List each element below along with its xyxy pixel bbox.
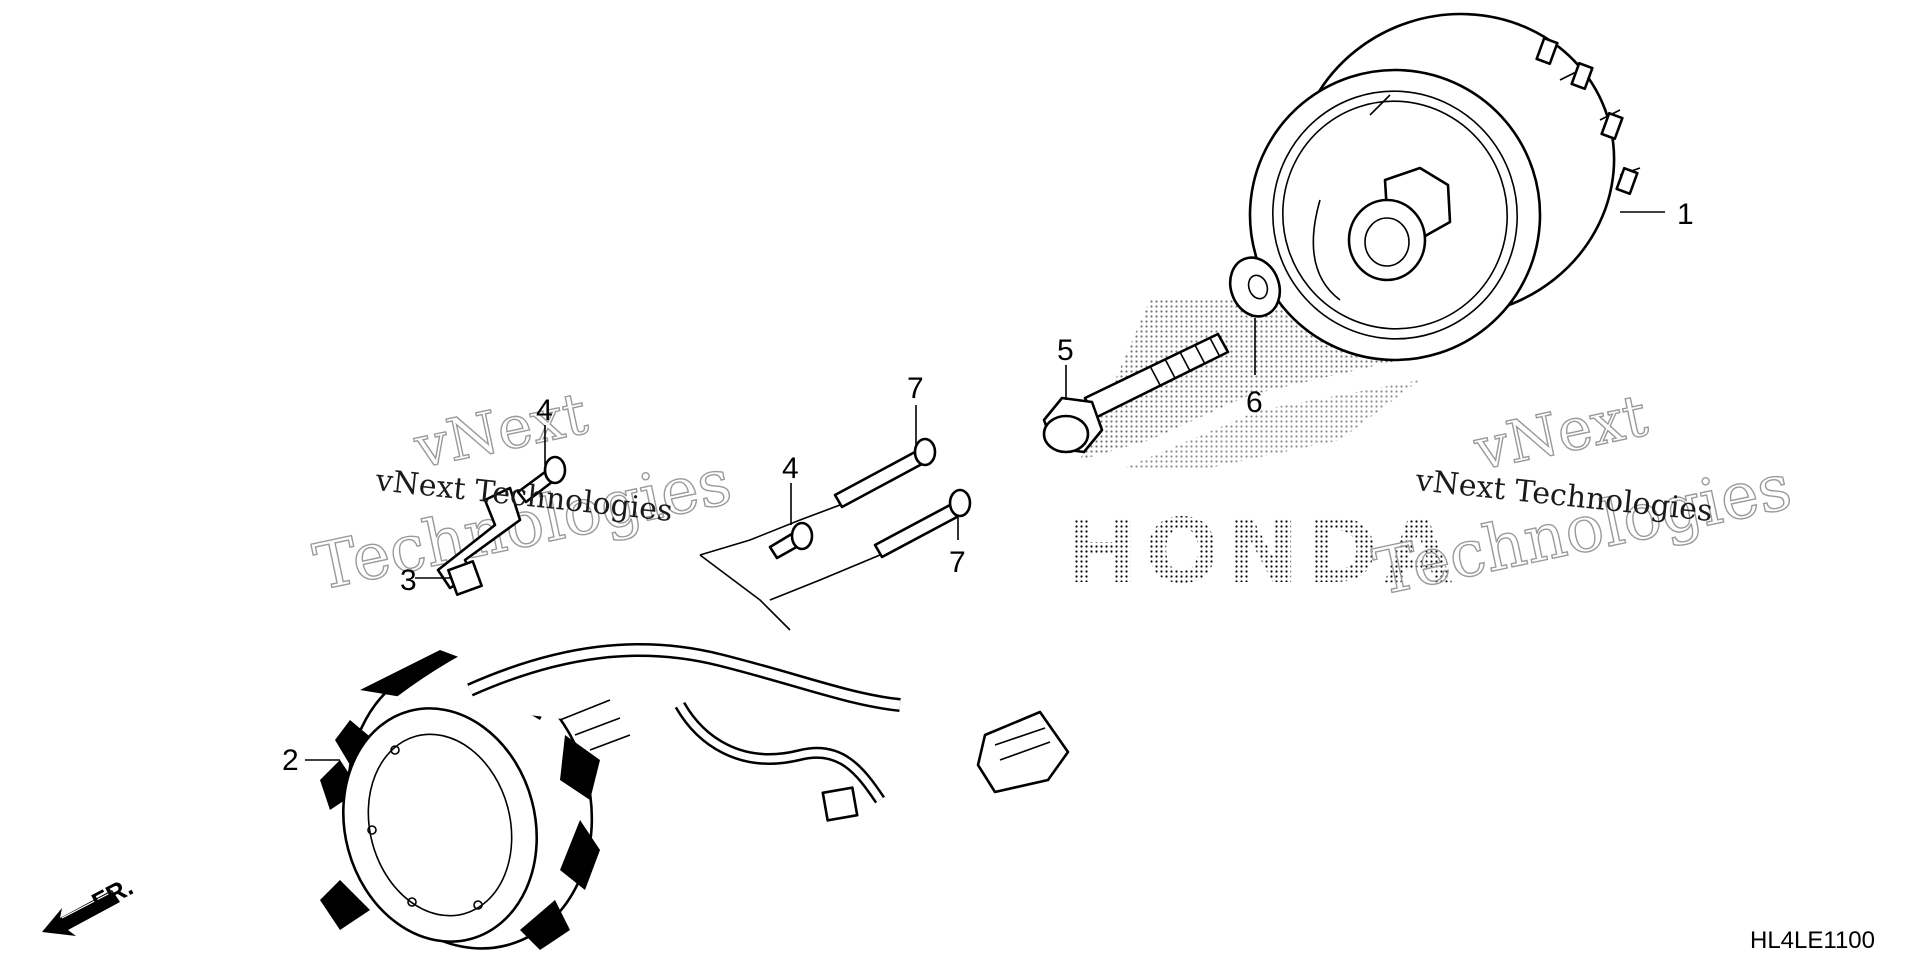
honda-brand-watermark: HONDA — [1065, 500, 1458, 603]
svg-text:vNext: vNext — [1468, 381, 1653, 484]
callout-part-6: 6 — [1246, 386, 1263, 419]
long-bolt-part-7a — [833, 437, 937, 509]
callout-part-7a: 7 — [907, 372, 924, 405]
flywheel-part-1 — [1248, 12, 1641, 362]
callout-leaders — [305, 211, 1665, 761]
long-bolt-part-7b — [873, 488, 972, 559]
stator-part-2 — [320, 650, 600, 950]
callout-part-1: 1 — [1677, 198, 1694, 231]
callout-part-2: 2 — [282, 744, 299, 777]
svg-text:Technologies: Technologies — [308, 445, 738, 605]
front-direction-arrow-icon: FR. — [42, 871, 138, 936]
bolt-part-4b — [768, 521, 814, 560]
clamp-part-3 — [436, 486, 522, 596]
callout-part-3: 3 — [400, 564, 417, 597]
flange-bolt-part-5 — [1042, 332, 1230, 454]
wire-harness — [397, 560, 1070, 822]
assembly-lines — [699, 504, 881, 631]
callout-part-7b: 7 — [949, 546, 966, 579]
callout-part-5: 5 — [1057, 334, 1074, 367]
callout-part-4a: 4 — [536, 394, 553, 427]
diagram-code: HL4LE1100 — [1750, 927, 1875, 954]
washer-part-6 — [1228, 256, 1282, 318]
bolt-part-4a — [516, 455, 567, 504]
callout-part-4b: 4 — [782, 452, 799, 485]
